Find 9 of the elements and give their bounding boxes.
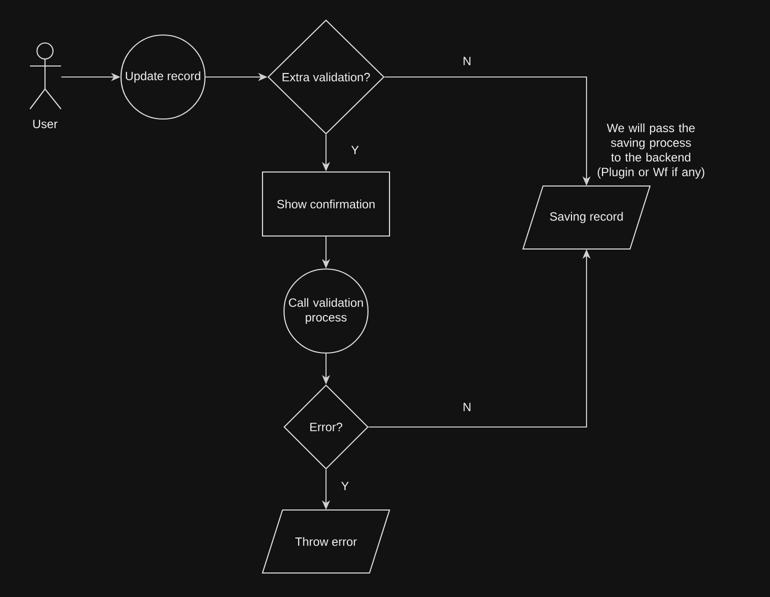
edge-label: N xyxy=(461,56,473,66)
annotation-text: We will pass the saving process to the backend (Plugin or Wf if any) xyxy=(598,123,704,179)
edge-label: Y xyxy=(350,144,360,156)
edge-label: N xyxy=(461,402,473,412)
data-parallelogram: Saving record xyxy=(522,185,651,250)
edge-label: Y xyxy=(340,480,350,492)
process-box: Show confirmation xyxy=(262,171,390,237)
actor-label: User xyxy=(33,120,58,128)
data-parallelogram: Throw error xyxy=(262,509,390,574)
